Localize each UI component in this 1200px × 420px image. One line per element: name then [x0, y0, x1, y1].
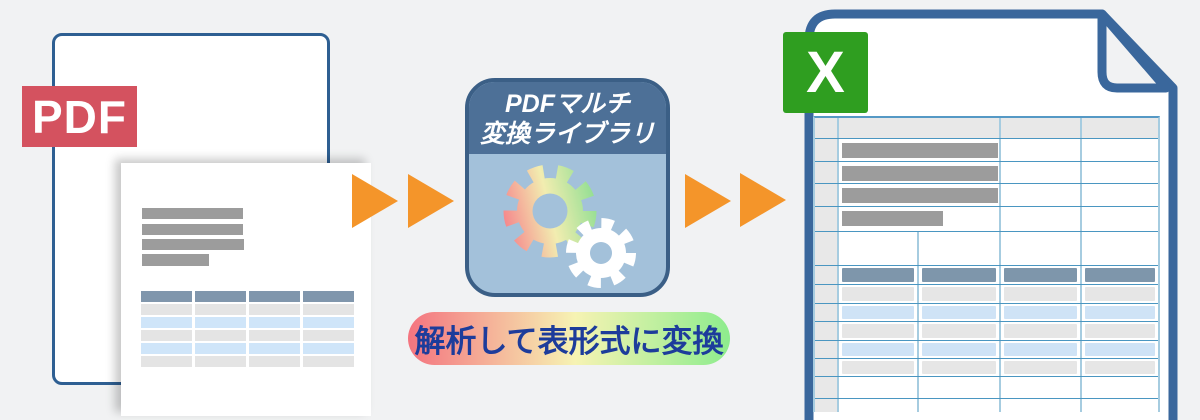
text-line-placeholder	[142, 224, 243, 235]
sheet-row	[815, 359, 1158, 377]
table-row	[141, 291, 354, 302]
sheet-row	[815, 118, 1158, 139]
sheet-row	[815, 162, 1158, 184]
sheet-row	[815, 377, 1158, 399]
sheet-row	[815, 399, 1158, 412]
table-row	[141, 304, 354, 315]
text-line-placeholder	[142, 208, 243, 219]
sheet-row	[815, 184, 1158, 207]
table-row	[141, 330, 354, 341]
pdf-document	[52, 33, 371, 416]
arrow-right-icon	[352, 174, 398, 228]
sheet-row	[815, 139, 1158, 162]
arrow-right-icon	[685, 174, 731, 228]
sheet-row	[815, 341, 1158, 359]
page-fold-corner	[1097, 9, 1171, 93]
converter-title-line1: PDFマルチ	[504, 90, 630, 118]
sheet-row	[815, 285, 1158, 304]
excel-x-logo-icon: X	[783, 32, 868, 113]
arrow-right-icon	[408, 174, 454, 228]
sheet-row	[815, 322, 1158, 341]
table-row	[141, 343, 354, 354]
sheet-row	[815, 232, 1158, 266]
sheet-row	[815, 304, 1158, 322]
text-line-placeholder	[142, 239, 244, 250]
table-row	[141, 356, 354, 367]
converter-title-line2: 変換ライブラリ	[479, 120, 655, 148]
pdf-label-icon: PDF	[22, 86, 137, 147]
converter-app-icon: PDFマルチ 変換ライブラリ	[465, 78, 670, 297]
table-row	[141, 317, 354, 328]
arrow-right-icon	[740, 173, 786, 227]
text-line-placeholder	[142, 254, 209, 266]
pdf-mini-table	[141, 291, 354, 369]
conversion-caption: 解析して表形式に変換	[408, 312, 730, 365]
gears-icon	[503, 164, 636, 288]
sheet-row	[815, 207, 1158, 232]
pdf-page-preview	[121, 163, 371, 416]
excel-sheet-grid	[813, 116, 1160, 412]
sheet-row	[815, 266, 1158, 285]
converter-app-title: PDFマルチ 変換ライブラリ	[469, 82, 666, 154]
